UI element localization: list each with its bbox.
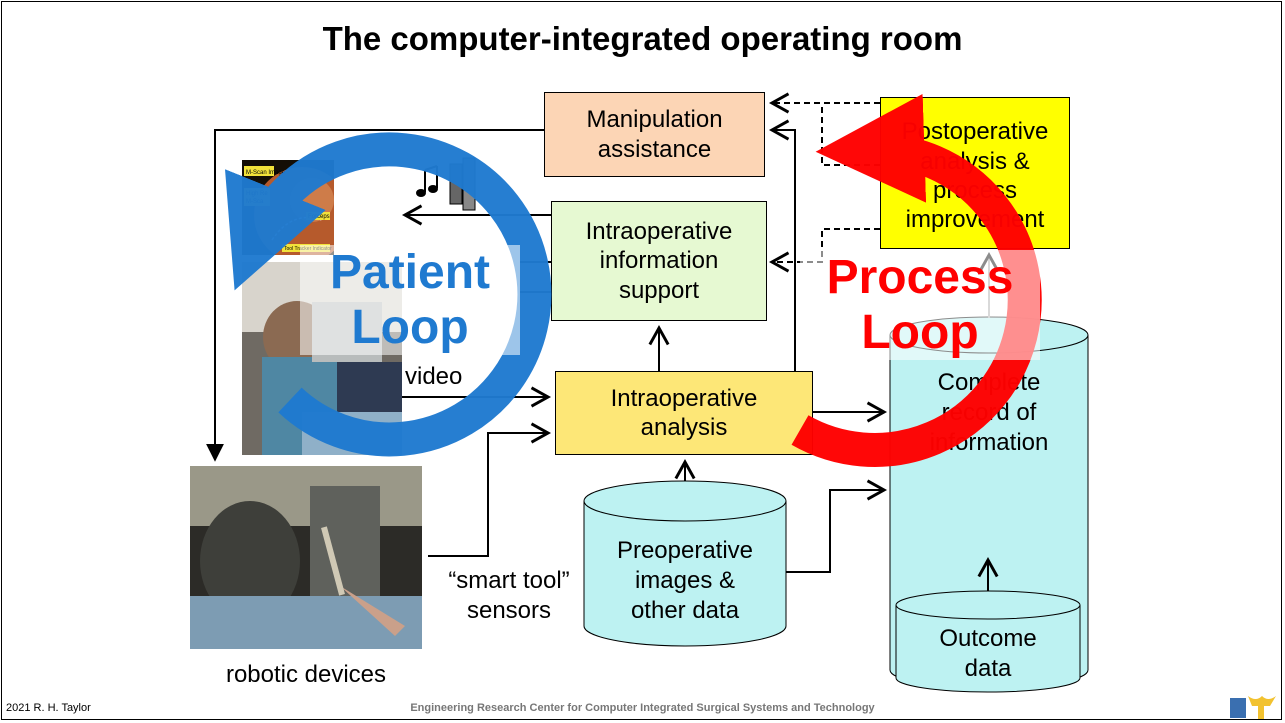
- patient-loop-arrow: [225, 132, 552, 457]
- patient-loop-label: Patient Loop: [300, 245, 520, 356]
- logo-icon: [1230, 696, 1276, 720]
- smart-tool-sensors-label: “smart tool” sensors: [448, 567, 570, 624]
- outcome-cylinder: [895, 590, 1081, 693]
- video-label: video: [405, 363, 463, 390]
- outcome-data-label: Outcome data: [939, 625, 1037, 682]
- smart-tool-arrow: [428, 422, 552, 557]
- erc-footer: Engineering Research Center for Computer…: [410, 702, 875, 714]
- robot-photo-graphic: [190, 466, 422, 649]
- analysis-to-manipulation-arrow: [768, 119, 796, 371]
- robotic-device-photo: [190, 466, 422, 649]
- copyright-footer: 2021 R. H. Taylor: [6, 702, 91, 714]
- preoperative-cylinder: [583, 480, 787, 647]
- intraoperative-analysis-label: Intraoperative analysis: [610, 384, 758, 441]
- preop-to-record-arrow: [786, 479, 888, 573]
- postop-to-info-dashed-arrow: [768, 228, 880, 273]
- intraoperative-information-support-box: Intraoperative information support: [551, 201, 767, 321]
- slide-title: The computer-integrated operating room: [322, 20, 963, 57]
- manipulation-assistance-label: Manipulation assistance: [586, 106, 723, 163]
- robotic-devices-label: robotic devices: [225, 661, 387, 688]
- manipulation-to-robot-arrow: [206, 129, 544, 462]
- preoperative-data-label: Preoperative images & other data: [616, 537, 754, 624]
- manipulation-assistance-box: Manipulation assistance: [544, 92, 765, 177]
- process-loop-label: Process Loop: [800, 250, 1040, 361]
- intraoperative-information-support-label: Intraoperative information support: [585, 218, 733, 304]
- intraoperative-analysis-box: Intraoperative analysis: [555, 371, 813, 455]
